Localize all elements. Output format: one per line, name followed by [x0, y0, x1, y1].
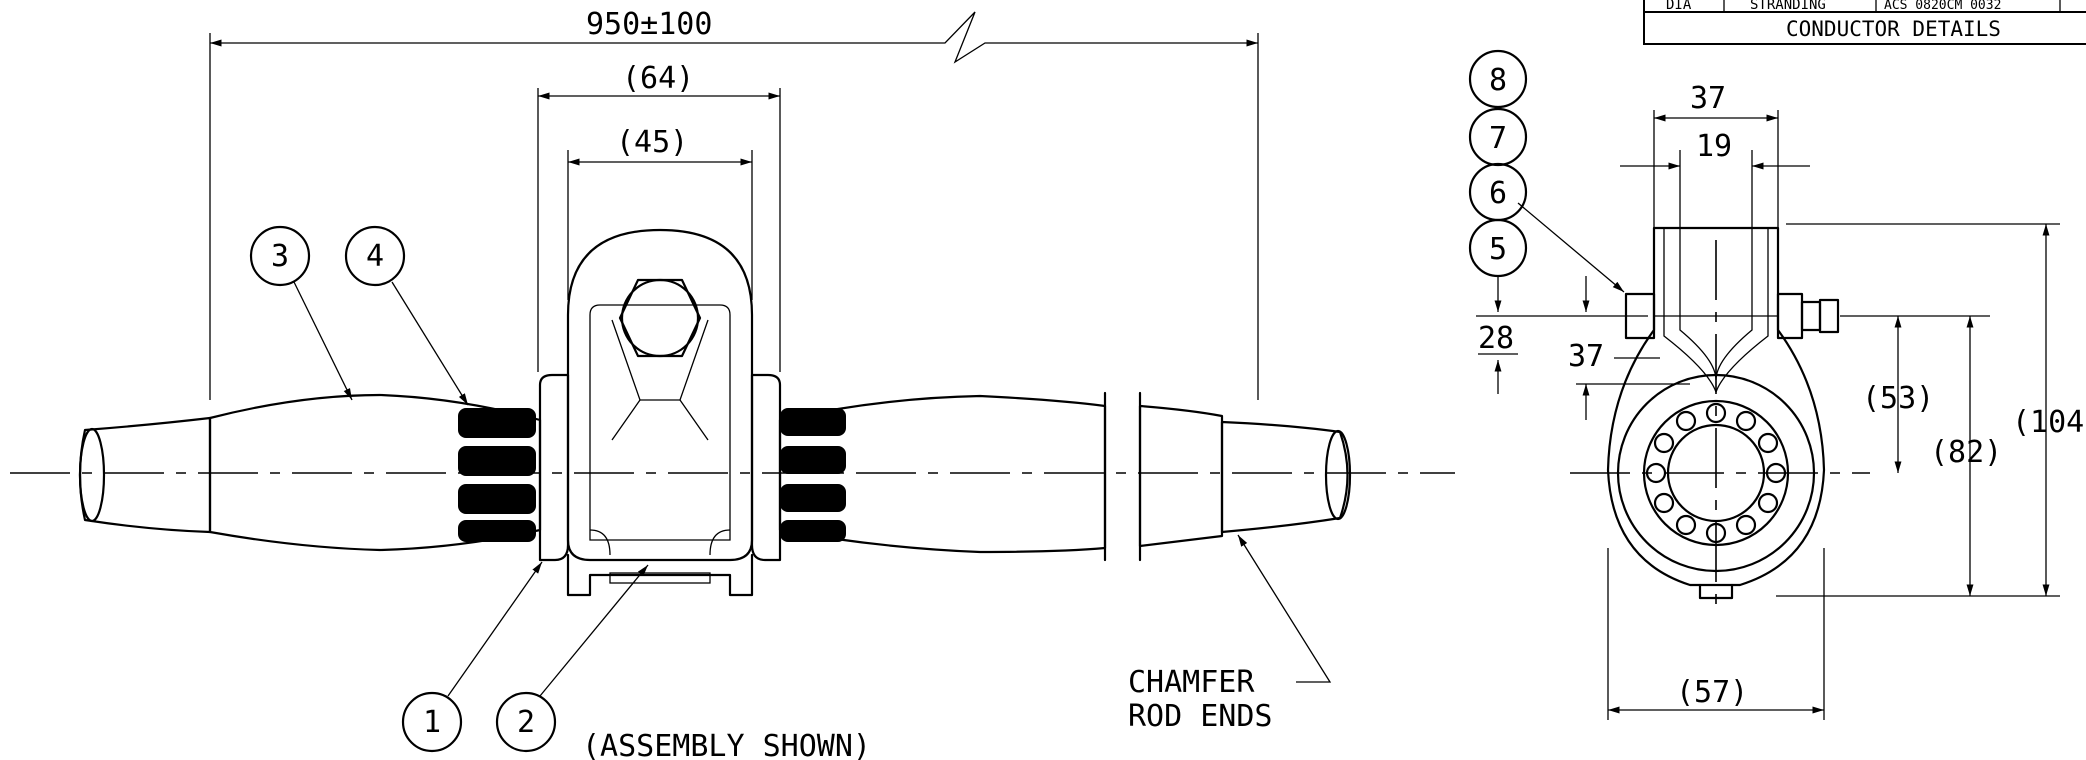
balloon-2-label: 2 — [517, 705, 535, 740]
note-chamfer-line1: CHAMFER — [1128, 665, 1255, 700]
assembly-caption: (ASSEMBLY SHOWN) — [582, 729, 871, 760]
balloon-6-label: 6 — [1489, 176, 1507, 211]
clamp-saddle — [566, 553, 754, 597]
hex-bolt-head — [618, 278, 702, 358]
conductor-left — [78, 416, 212, 534]
armour-rods-end — [1138, 404, 1224, 548]
note-chamfer-line2: ROD ENDS — [1128, 699, 1273, 734]
armour-ring — [1616, 373, 1816, 573]
dim-slot-width: 19 — [1696, 129, 1732, 164]
dim-overall-length-line — [210, 11, 1258, 64]
dim-height-53: (53) — [1862, 381, 1934, 416]
table-cell-stranding: STRANDING — [1750, 0, 1826, 13]
elastomer-inserts-right — [780, 408, 846, 542]
conductor-right — [1220, 420, 1349, 534]
table-cell-dia: DIA — [1666, 0, 1692, 13]
dim-offset-left: 28 — [1478, 321, 1514, 356]
dim-clamp-outer: (64) — [622, 61, 694, 96]
table-caption: CONDUCTOR DETAILS — [1786, 17, 2001, 41]
balloon-8-label: 8 — [1489, 63, 1507, 98]
dim-top-width: 37 — [1690, 81, 1726, 116]
rod-strands — [1645, 402, 1787, 544]
conductor-details-table: DIA STRANDING ACS 0820CM 0032 CONDUCTOR … — [1643, 0, 2086, 45]
dim-height-104: (104) — [2012, 405, 2086, 440]
balloon-1 — [401, 691, 463, 753]
balloon-3 — [249, 225, 311, 287]
end-clamp-body — [1606, 226, 1826, 587]
dim-bottom-width: (57) — [1676, 675, 1748, 710]
dim-overall-length: 950±100 — [586, 7, 712, 42]
balloon-5-label: 5 — [1489, 232, 1507, 267]
table-cell-conductor: ACS 0820CM 0032 — [1884, 0, 2001, 13]
balloon-1-label: 1 — [423, 705, 441, 740]
dim-height-82: (82) — [1930, 435, 2002, 470]
dim-offset-left2: 37 — [1568, 339, 1604, 374]
balloon-4 — [344, 225, 406, 287]
balloon-8 — [1468, 49, 1528, 109]
balloon-4-label: 4 — [366, 239, 384, 274]
balloon-3-label: 3 — [271, 239, 289, 274]
elastomer-inserts-left — [458, 408, 536, 542]
end-view: 8 7 6 5 37 19 28 37 (53) (82) — [1468, 49, 2086, 720]
suspension-clamp-body — [538, 228, 782, 584]
balloon-2 — [495, 691, 557, 753]
balloon-7-label: 7 — [1489, 121, 1507, 156]
dim-clamp-inner: (45) — [616, 125, 688, 160]
conductor-core — [1666, 423, 1766, 523]
leader-chamfer — [1237, 534, 1332, 683]
side-view: 950±100 (64) (45) 3 4 1 2 CHAMFER ROD EN… — [10, 7, 1455, 760]
